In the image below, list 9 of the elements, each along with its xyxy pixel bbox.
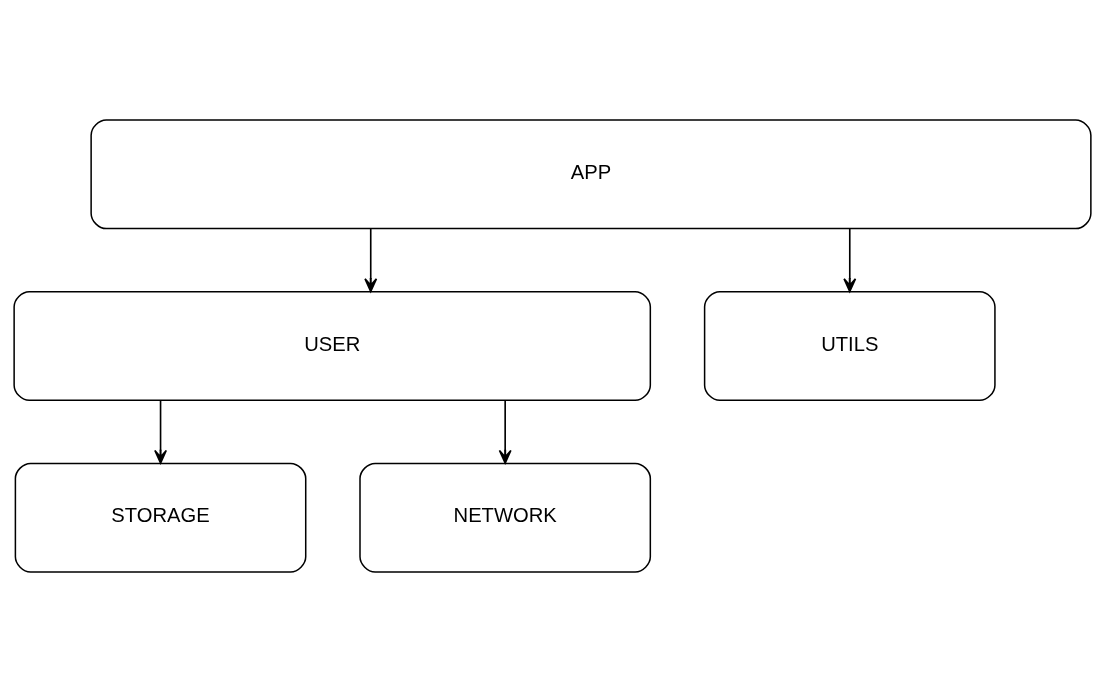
node-box: STORAGE bbox=[14, 462, 307, 573]
arrow bbox=[154, 399, 168, 464]
arrow bbox=[843, 227, 857, 293]
node-box: UTILS bbox=[703, 290, 996, 402]
node-box: APP bbox=[90, 119, 1092, 230]
arrow bbox=[364, 227, 378, 293]
arrow bbox=[498, 399, 512, 464]
node-box: USER bbox=[13, 290, 652, 402]
node-box: NETWORK bbox=[359, 462, 652, 573]
